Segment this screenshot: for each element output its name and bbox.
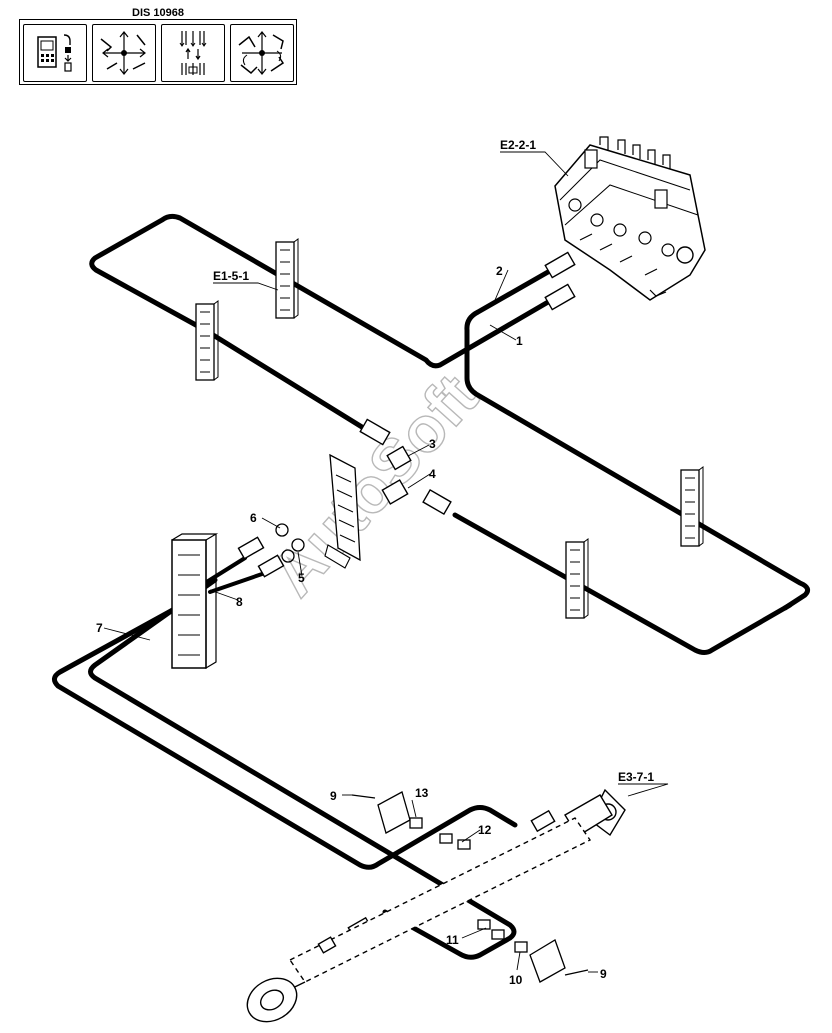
header-panel: DIS 10968 (19, 7, 297, 85)
nut-6 (275, 523, 289, 537)
dis-code: DIS 10968 (132, 7, 184, 19)
hydraulic-cylinder (246, 788, 626, 1023)
fitting-hose-1-end (359, 418, 391, 446)
elbow-fitting-3 (386, 445, 412, 471)
callout-2: 2 (496, 264, 503, 278)
machine-movements-icon (92, 24, 156, 82)
callout-5: 5 (298, 571, 305, 585)
clamp-11b (491, 929, 505, 940)
watermark: AutoSoft (256, 360, 492, 610)
svg-text:AutoSoft: AutoSoft (257, 360, 491, 609)
callout-4: 4 (429, 467, 436, 481)
hose-bracket-right (680, 466, 704, 547)
ref-valve-label: E2-2-1 (500, 138, 536, 152)
clamp-10 (514, 941, 528, 953)
hose-bracket-left (195, 300, 219, 381)
clamp-plate-upper (377, 791, 411, 834)
fitting-hose-8 (237, 536, 265, 560)
callout-11: 11 (446, 933, 459, 947)
fitting-hose-2 (544, 251, 576, 279)
control-panel-icon (23, 24, 87, 82)
callout-6: 6 (250, 511, 257, 525)
clamp-plate-lower (529, 939, 566, 983)
leader-lines (103, 151, 669, 973)
callout-1: 1 (516, 334, 523, 348)
mounting-plate (324, 453, 361, 569)
fitting-hose-7 (257, 554, 285, 578)
hose-clamp-block (171, 533, 219, 670)
callout-9-upper: 9 (330, 789, 337, 803)
fitting-hose-1 (544, 283, 576, 311)
ref-bracket-label: E1-5-1 (213, 269, 249, 283)
bolt-9-lower (564, 969, 589, 976)
elbow-fitting-4 (381, 479, 409, 505)
callout-8: 8 (236, 595, 243, 609)
fitting-hose-4 (422, 488, 452, 516)
hydraulic-arrows-icon (161, 24, 225, 82)
hose-bracket-upper (275, 238, 299, 319)
bolt-9-upper (351, 794, 376, 799)
callout-13: 13 (415, 786, 429, 800)
boom-movements-icon (230, 24, 294, 82)
fitting-cylinder-rod (530, 809, 556, 833)
ref-cylinder-label: E3-7-1 (618, 770, 654, 784)
clamp-12a (439, 833, 453, 844)
nut-5b (281, 549, 295, 563)
hose-bracket-center (565, 538, 589, 619)
clamp-12b (457, 839, 471, 850)
callout-7: 7 (96, 621, 103, 635)
control-valve (554, 136, 706, 301)
clamps (377, 791, 566, 983)
callout-9-lower: 9 (600, 967, 607, 981)
icon-strip (19, 19, 297, 85)
clamp-13 (409, 817, 423, 829)
callout-10: 10 (509, 973, 523, 987)
callout-3: 3 (429, 437, 436, 451)
fittings (237, 251, 576, 940)
nuts (275, 523, 305, 563)
nut-5a (291, 538, 305, 552)
hose-group (52, 213, 811, 960)
callout-12: 12 (478, 823, 492, 837)
bolts (351, 794, 589, 976)
clamp-11a (477, 919, 491, 930)
